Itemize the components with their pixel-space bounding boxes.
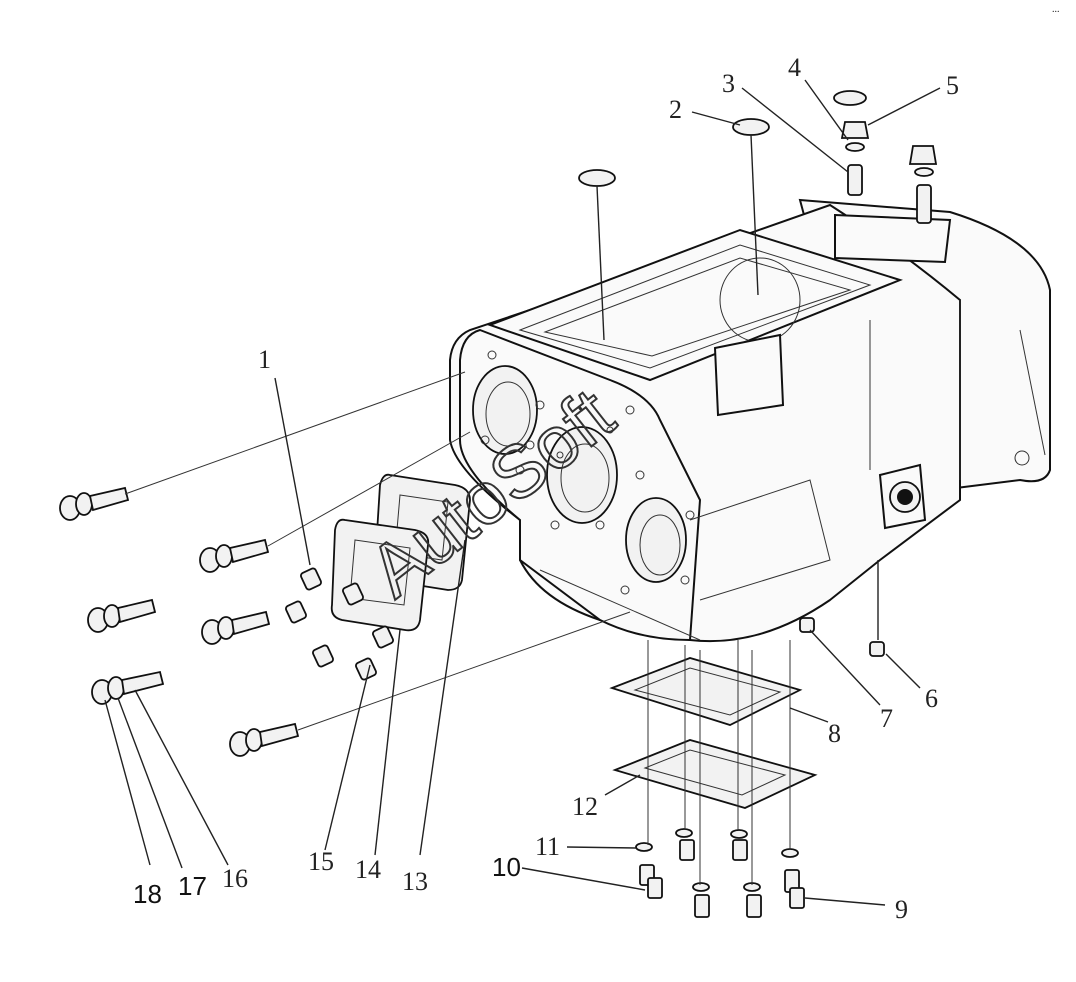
- callout-2: 2: [669, 95, 682, 124]
- callout-9: 9: [895, 895, 908, 924]
- studs-nuts-washers: [840, 121, 938, 224]
- callout-12: 12: [572, 792, 598, 821]
- callout-6: 6: [925, 684, 938, 713]
- callout-18: 18: [133, 879, 162, 909]
- corner-mark: ...: [1052, 4, 1060, 15]
- drain-plugs: [799, 560, 885, 657]
- top-plugs: [578, 90, 867, 341]
- bottom-gasket-8: [609, 657, 803, 726]
- long-bolts: [59, 371, 631, 757]
- transmission-housing: [449, 198, 1051, 643]
- callout-labels: 1 2 3 4 5 6 7 8 9 10 11 12 13 14 15 16 1…: [133, 53, 959, 924]
- callout-14: 14: [355, 855, 381, 884]
- front-face-bolt-holes: [480, 350, 695, 595]
- callout-1: 1: [258, 345, 271, 374]
- callout-7: 7: [880, 704, 893, 733]
- callout-11: 11: [535, 832, 560, 861]
- leader-lines: [104, 79, 941, 906]
- callout-13: 13: [402, 867, 428, 896]
- small-cover-bolts: [285, 567, 394, 681]
- callout-3: 3: [722, 69, 735, 98]
- callout-17: 17: [178, 871, 207, 901]
- bottom-cover-bolts: [635, 640, 805, 918]
- callout-10: 10: [492, 852, 521, 882]
- callout-8: 8: [828, 719, 841, 748]
- callout-4: 4: [788, 53, 801, 82]
- bottom-cover-12: [612, 739, 818, 809]
- callout-15: 15: [308, 847, 334, 876]
- callout-5: 5: [946, 71, 959, 100]
- callout-16: 16: [222, 864, 248, 893]
